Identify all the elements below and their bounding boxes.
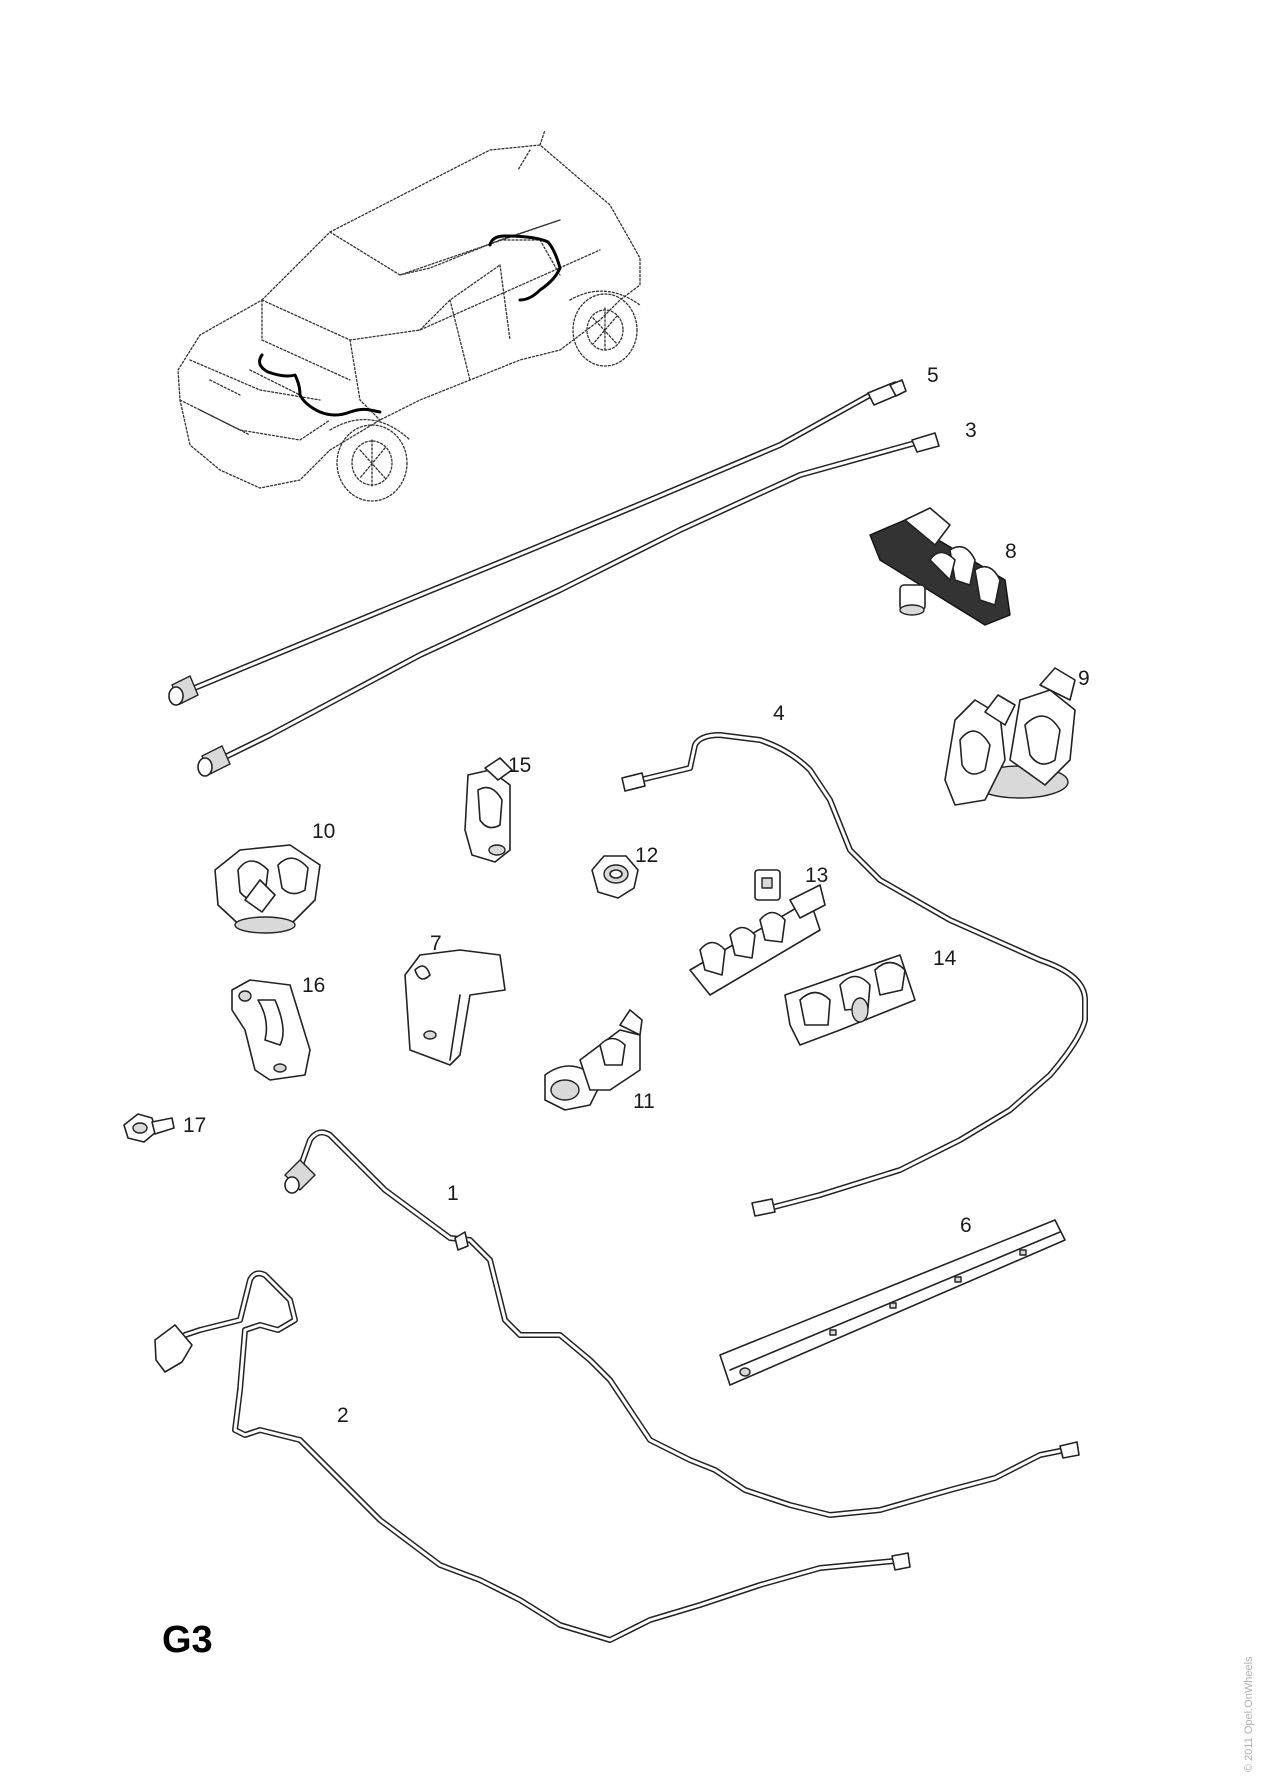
part-5-pipe[interactable] bbox=[168, 379, 907, 706]
copyright-text: © 2011 Opel.OnWheels bbox=[1243, 1656, 1255, 1772]
part-9-double-clip[interactable] bbox=[944, 667, 1076, 806]
callout-9: 9 bbox=[1078, 667, 1090, 690]
callout-labels: 1 2 3 4 5 6 7 8 9 10 11 12 13 14 15 16 1… bbox=[183, 364, 1090, 1427]
callout-8: 8 bbox=[1005, 540, 1017, 563]
callout-16: 16 bbox=[302, 974, 325, 997]
callout-15: 15 bbox=[508, 754, 531, 777]
callout-4: 4 bbox=[773, 702, 785, 725]
part-11-clip[interactable] bbox=[544, 1009, 643, 1111]
callout-17: 17 bbox=[183, 1114, 206, 1137]
part-12-nut[interactable] bbox=[591, 855, 639, 899]
part-10-double-clip[interactable] bbox=[214, 844, 321, 934]
part-17-bolt[interactable] bbox=[123, 1113, 175, 1143]
callout-7: 7 bbox=[430, 932, 442, 955]
callout-5: 5 bbox=[927, 364, 939, 387]
callout-2: 2 bbox=[337, 1404, 349, 1427]
hood-harness-highlight bbox=[258, 353, 382, 417]
callout-10: 10 bbox=[312, 820, 335, 843]
part-3-pipe[interactable] bbox=[197, 432, 940, 777]
part-14-multi-clip[interactable] bbox=[784, 954, 916, 1046]
callout-14: 14 bbox=[933, 947, 957, 970]
door-harness-highlight bbox=[488, 234, 562, 302]
part-16-bracket[interactable] bbox=[231, 979, 311, 1081]
callout-13: 13 bbox=[805, 864, 828, 887]
part-1-pipe[interactable] bbox=[284, 1129, 1080, 1518]
vehicle-outline-illustration bbox=[177, 129, 641, 502]
part-15-clip[interactable] bbox=[464, 757, 513, 863]
callout-11: 11 bbox=[633, 1090, 655, 1113]
callout-1: 1 bbox=[447, 1182, 459, 1205]
diagram-code: G3 bbox=[162, 1619, 213, 1661]
callout-6: 6 bbox=[960, 1214, 972, 1237]
part-8-multi-clip[interactable] bbox=[869, 507, 1011, 626]
part-6-protective-strip[interactable] bbox=[719, 1219, 1066, 1386]
part-13-multi-clip[interactable] bbox=[689, 869, 826, 996]
part-2-pipe[interactable] bbox=[154, 1270, 911, 1643]
part-7-bracket[interactable] bbox=[404, 949, 506, 1066]
callout-12: 12 bbox=[635, 844, 658, 867]
part-4-pipe[interactable] bbox=[621, 732, 1088, 1217]
callout-3: 3 bbox=[965, 419, 977, 442]
